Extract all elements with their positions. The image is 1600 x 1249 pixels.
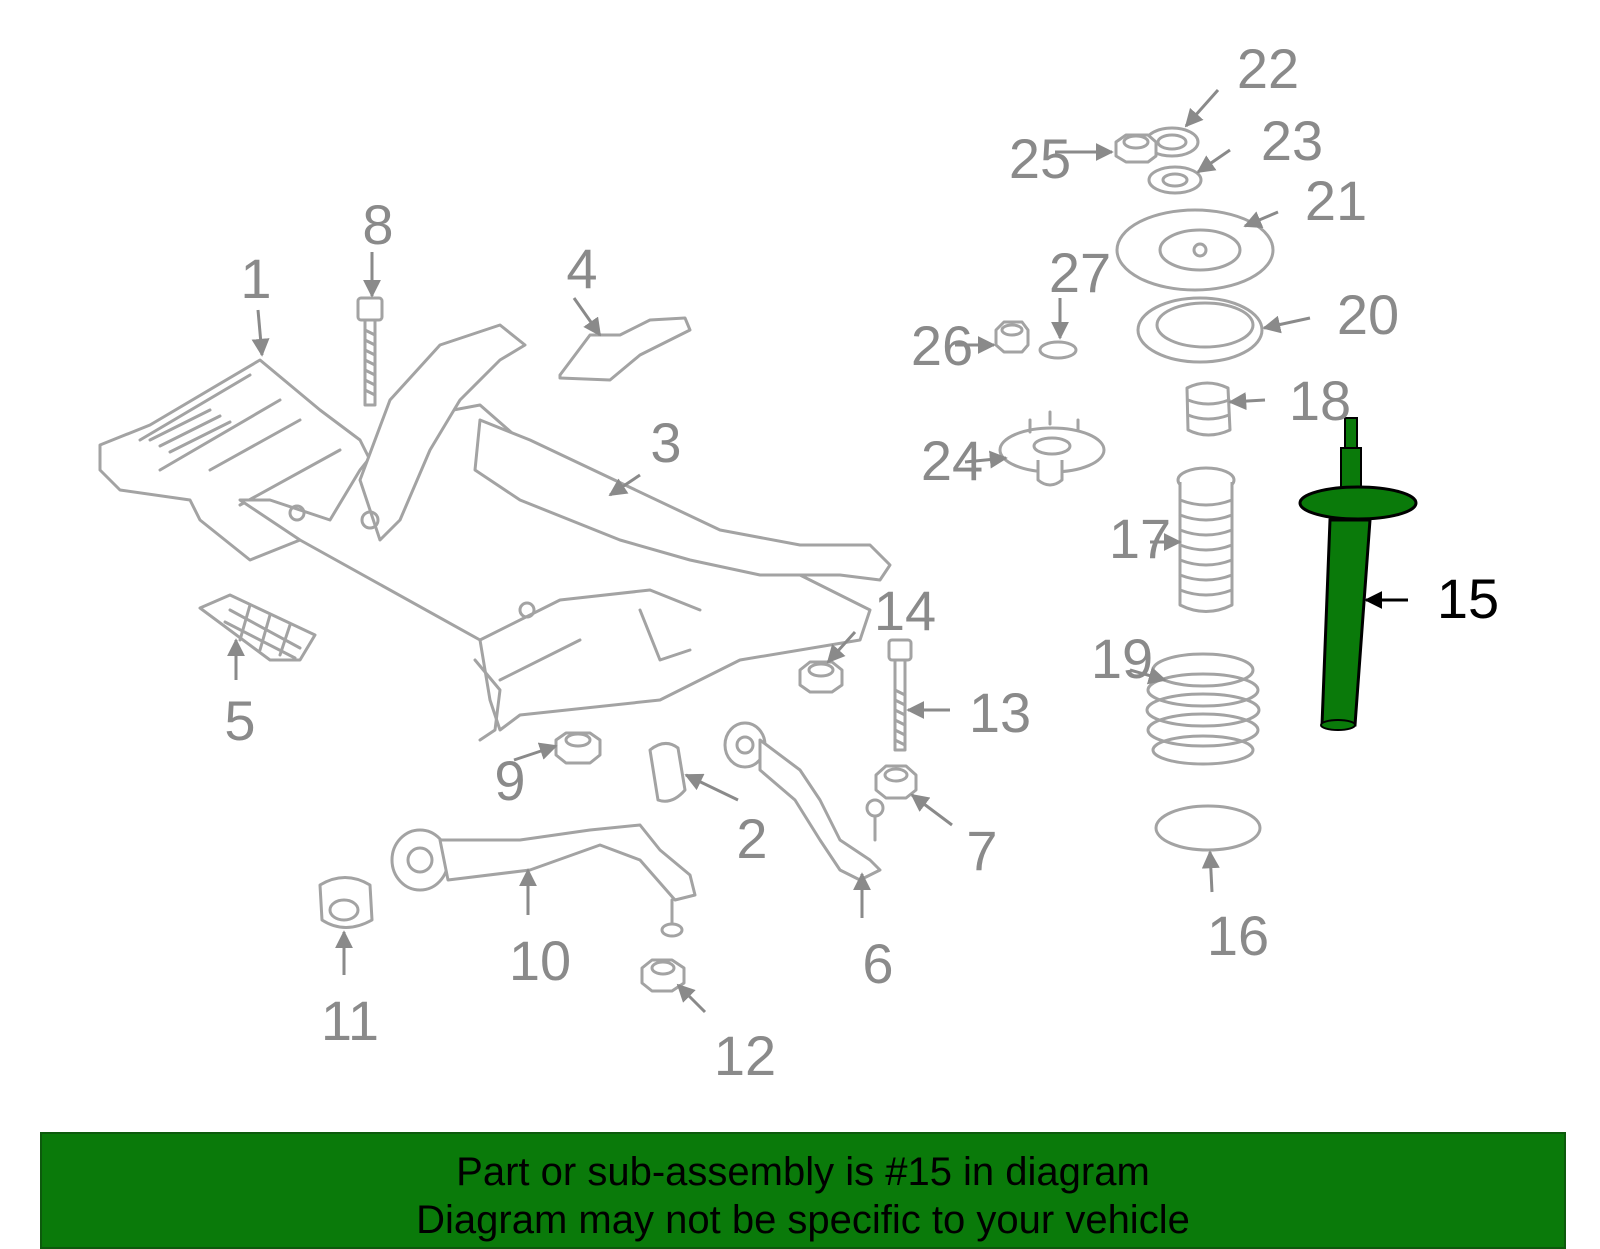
callout-14: 14 (874, 579, 936, 642)
callout-18: 18 (1289, 369, 1351, 432)
part-19-coil-spring (1145, 652, 1261, 766)
callout-10: 10 (509, 929, 571, 992)
callout-27: 27 (1049, 241, 1111, 304)
part-17-dust-boot (1176, 466, 1236, 613)
callout-15-highlighted: 15 (1437, 567, 1499, 630)
part-13-bolt (887, 638, 913, 752)
callout-3: 3 (650, 411, 681, 474)
callout-26: 26 (911, 314, 973, 377)
part-9-nut (554, 731, 602, 765)
callout-5: 5 (224, 689, 255, 752)
callout-23: 23 (1261, 109, 1323, 172)
callout-21: 21 (1305, 169, 1367, 232)
banner-line-2: Diagram may not be specific to your vehi… (416, 1198, 1190, 1242)
part-23-washer (1147, 165, 1203, 195)
callout-13: 13 (969, 681, 1031, 744)
part-16-ring (1154, 804, 1262, 852)
part-7-nut (874, 764, 918, 800)
callout-24: 24 (921, 429, 983, 492)
callout-11: 11 (321, 989, 379, 1052)
part-24-strut-mount (998, 410, 1106, 487)
part-1-subframe (98, 358, 382, 562)
part-12-nut (640, 958, 686, 993)
part-21-upper-mount (1115, 208, 1275, 292)
callout-labels: 1 2 3 4 5 6 7 8 9 10 11 12 13 14 15 16 1… (224, 37, 1499, 1087)
part-10-control-arm (390, 823, 697, 938)
callout-1: 1 (240, 247, 271, 310)
callout-16: 16 (1207, 904, 1269, 967)
callout-17: 17 (1109, 507, 1171, 570)
callout-25: 25 (1009, 127, 1071, 190)
part-27-cap (1038, 340, 1078, 360)
part-3-crossmember (238, 323, 892, 742)
callout-12: 12 (714, 1024, 776, 1087)
part-14-nut (798, 660, 844, 694)
callout-4: 4 (566, 237, 597, 300)
part-5-plate (198, 593, 317, 662)
callout-9: 9 (494, 749, 525, 812)
part-18-bump-stop (1185, 381, 1232, 437)
part-26-nut (994, 320, 1030, 354)
callout-6: 6 (862, 932, 893, 995)
callout-arrows (227, 89, 1408, 1014)
info-banner: Part or sub-assembly is #15 in diagram D… (40, 1132, 1566, 1249)
part-25-nut (1114, 133, 1158, 164)
part-11-bushing (318, 876, 374, 929)
part-4-shield (558, 316, 692, 382)
part-15-strut-highlighted (1298, 417, 1418, 731)
callout-8: 8 (362, 193, 393, 256)
part-2-bushing (648, 742, 687, 803)
part-8-bolt (356, 296, 384, 407)
callout-7: 7 (966, 819, 997, 882)
callout-22: 22 (1237, 37, 1299, 100)
part-20-spring-seat (1136, 296, 1264, 364)
callout-2: 2 (736, 807, 767, 870)
callout-20: 20 (1337, 283, 1399, 346)
callout-19: 19 (1091, 627, 1153, 690)
banner-line-1: Part or sub-assembly is #15 in diagram (456, 1150, 1150, 1194)
